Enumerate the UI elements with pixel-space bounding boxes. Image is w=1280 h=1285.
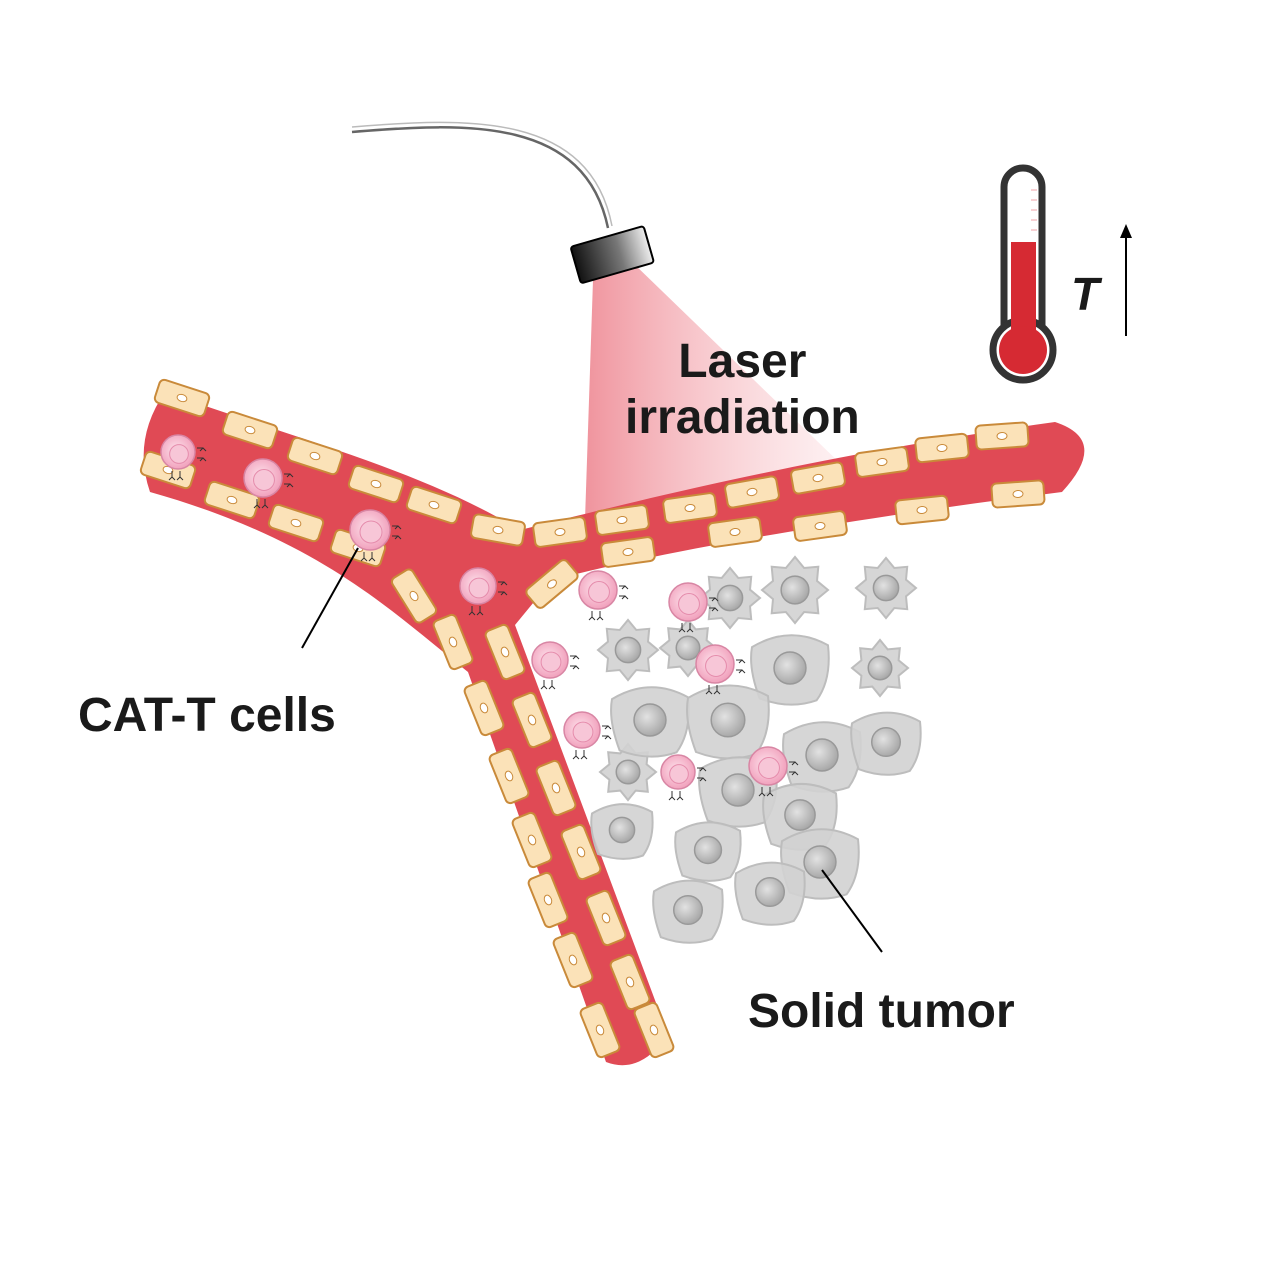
tumor-cell	[734, 861, 806, 926]
cat-t-cell	[563, 711, 612, 760]
endothelial-cell	[609, 953, 651, 1011]
laser-device-icon	[570, 225, 655, 284]
cat-t-cell	[243, 458, 294, 509]
endothelial-cell	[600, 536, 656, 568]
solid-tumor-label: Solid tumor	[748, 985, 1015, 1038]
endothelial-cell	[463, 679, 505, 737]
endothelial-cell	[432, 613, 474, 671]
endothelial-cell	[894, 494, 950, 526]
endothelial-cells	[139, 378, 1046, 1059]
endothelial-cell	[560, 823, 602, 881]
endothelial-cell	[221, 410, 279, 450]
endothelial-cell	[203, 480, 261, 520]
tumor-cell	[698, 566, 762, 630]
endothelial-cell	[579, 1001, 621, 1059]
endothelial-cell	[267, 503, 325, 543]
fiber-cable	[351, 126, 610, 229]
laser-beam	[585, 262, 845, 520]
cat-t-cell	[160, 434, 207, 481]
temperature-label: T	[1071, 268, 1100, 320]
endothelial-cell	[585, 889, 627, 947]
cat-t-cell	[660, 754, 707, 801]
tumor-cell	[610, 686, 690, 758]
cat-t-cell	[531, 641, 580, 690]
cat-t-leader-line	[301, 547, 359, 649]
laser-label-line1: Laser	[678, 335, 807, 388]
endothelial-cell	[390, 568, 438, 624]
tumor-leader-line	[821, 869, 883, 953]
endothelial-cell	[532, 516, 588, 548]
endothelial-cell	[525, 559, 579, 609]
cat-t-cell	[578, 570, 629, 621]
cat-t-cell	[668, 582, 719, 633]
tumor-cell	[850, 638, 910, 698]
cat-t-cells-label: CAT-T cells	[78, 689, 336, 742]
endothelial-cell	[484, 623, 526, 681]
endothelial-cell	[790, 461, 846, 495]
tumor-cell	[596, 618, 660, 682]
tumor-cell	[652, 879, 724, 944]
cat-t-cell	[459, 567, 508, 616]
endothelial-cell	[707, 516, 763, 548]
endothelial-cell	[724, 475, 780, 509]
cat-t-cells	[160, 434, 799, 801]
tumor-cells	[590, 555, 922, 944]
thermometer-icon	[989, 164, 1057, 384]
tumor-cell	[590, 803, 654, 860]
endothelial-cell	[488, 747, 530, 805]
endothelial-cell	[914, 432, 970, 464]
tumor-cell	[782, 721, 862, 793]
endothelial-cell	[594, 504, 650, 536]
tumor-cell	[850, 711, 922, 776]
endothelial-cell	[552, 931, 594, 989]
cat-t-cell	[695, 644, 746, 695]
endothelial-cell	[974, 421, 1030, 451]
arrow-up-icon	[1120, 224, 1132, 336]
endothelial-cell	[405, 485, 463, 525]
endothelial-cell	[535, 759, 577, 817]
endothelial-cell	[792, 510, 848, 542]
endothelial-cell	[527, 871, 569, 929]
tumor-cell	[750, 634, 830, 706]
cat-t-cell	[748, 746, 799, 797]
endothelial-cell	[470, 513, 526, 547]
tumor-cell	[854, 556, 918, 620]
endothelial-cell	[854, 446, 910, 478]
laser-irradiation-label: Laser irradiation	[625, 334, 860, 446]
endothelial-cell	[633, 1001, 675, 1059]
tumor-cell	[686, 684, 770, 760]
tumor-cell	[674, 821, 742, 882]
endothelial-cell	[347, 464, 405, 504]
endothelial-cell	[286, 436, 344, 476]
endothelial-cell	[511, 811, 553, 869]
endothelial-cell	[662, 492, 718, 524]
endothelial-cell	[153, 378, 211, 418]
endothelial-cell	[511, 691, 553, 749]
cat-t-cell	[349, 509, 402, 562]
tumor-cell	[760, 555, 830, 625]
laser-label-line2: irradiation	[625, 391, 860, 444]
endothelial-cell	[990, 479, 1046, 509]
